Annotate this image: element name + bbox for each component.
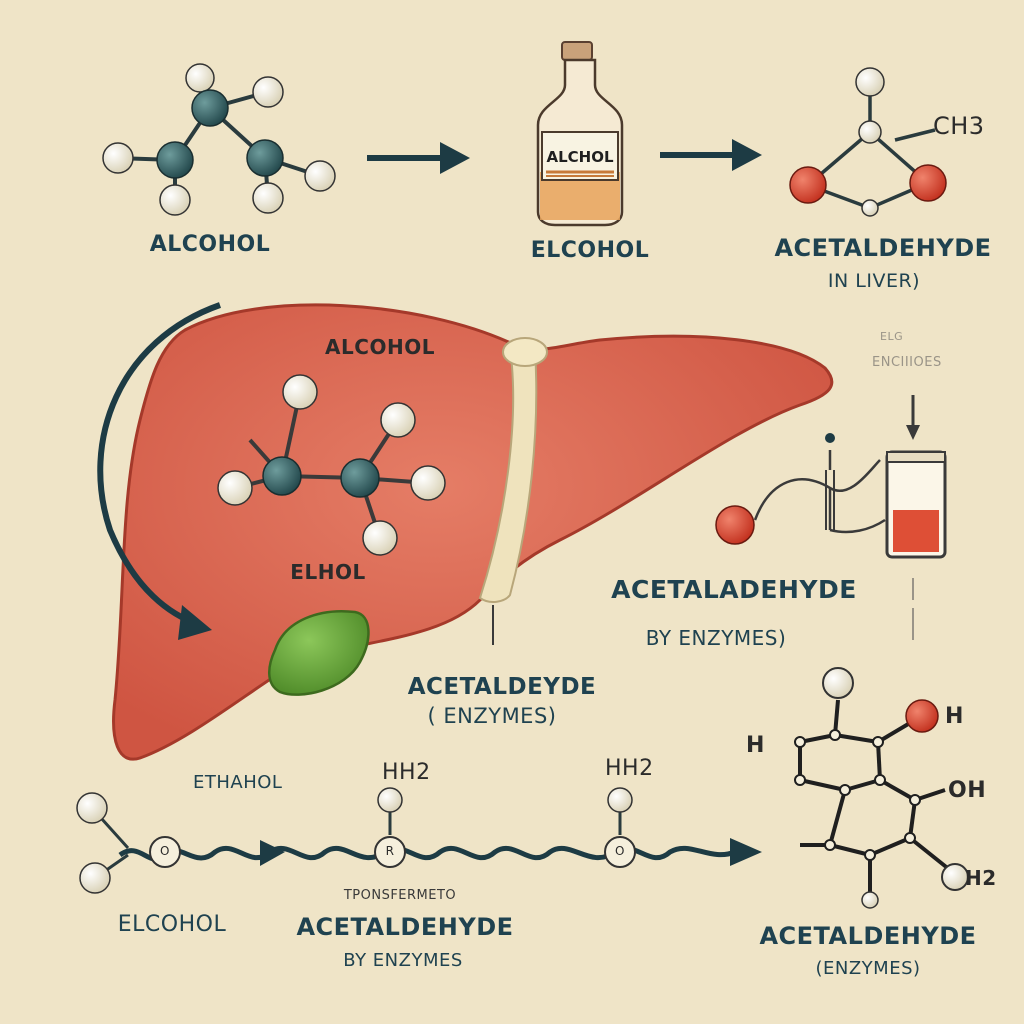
chain-node-2-label: R: [385, 844, 395, 858]
chain-node-1-label: O: [160, 844, 170, 858]
label-liver-elhol: ELHOL: [290, 560, 366, 584]
arrow-top-1: [367, 142, 470, 174]
bottle-label: ALCHOL: [546, 148, 613, 166]
chain-node-3-label: O: [615, 844, 625, 858]
label-mid-acetaldeyde: ACETALDEYDE: [407, 674, 597, 700]
label-final-acetaldehyde: ACETALDEHYDE: [759, 922, 977, 950]
chain-node-1: [149, 836, 181, 868]
label-bottom-by-enzymes: BY ENZYMES: [343, 950, 463, 971]
label-ring-h2: H2: [965, 866, 997, 890]
alcohol-molecule-liver: [217, 374, 446, 556]
label-top-elcohol: ELCOHOL: [530, 238, 650, 263]
label-ch3: CH3: [933, 112, 985, 140]
label-ring-h-right: H: [945, 704, 964, 729]
label-final-enzymes: (ENZYMES): [815, 958, 921, 979]
liver-ligament: [478, 346, 538, 603]
label-bottom-acetaldehyde: ACETALDEHYDE: [296, 913, 514, 941]
label-right-by-enzymes: BY ENZYMES): [645, 626, 787, 650]
chain-node-2: [374, 836, 406, 868]
acetaldehyde-molecule-top: [789, 67, 947, 217]
label-transfer: TPONSFERMETO: [343, 888, 457, 903]
label-liver-alcohol: ALCOHOL: [325, 335, 435, 359]
label-hh-1: HH2: [382, 760, 431, 785]
label-top-acetaldehyde: ACETALDEHYDE: [774, 234, 992, 262]
label-hh-2: HH2: [605, 756, 654, 781]
curved-arrow: [97, 302, 221, 640]
test-tube-icon: [885, 450, 947, 559]
alcohol-molecule-top: [102, 63, 336, 216]
arrow-top-2: [660, 139, 762, 171]
label-top-alcohol: ALCOHOL: [149, 232, 271, 257]
ring-molecule: [794, 667, 969, 909]
enzyme-arrow: [906, 395, 920, 640]
label-ethahol: ETHAHOL: [193, 772, 283, 793]
bottle-icon: ALCHOL: [536, 41, 624, 227]
label-bottom-elcohol: ELCOHOL: [117, 912, 227, 937]
label-in-liver: IN LIVER): [827, 270, 921, 292]
label-faint-enzymes: ENCIIIOES: [872, 355, 942, 370]
gallbladder: [268, 610, 370, 696]
label-mid-enzymes: ( ENZYMES): [427, 704, 557, 728]
label-right-acetaladehyde: ACETALADEHYDE: [611, 575, 857, 604]
label-ring-h: H: [746, 733, 765, 758]
chain-node-3: [604, 836, 636, 868]
acetaldehyde-molecule-right: [715, 433, 886, 545]
label-ring-oh: OH: [948, 778, 987, 803]
reaction-chain: [76, 787, 762, 894]
label-faint-top: ELG: [880, 330, 904, 343]
